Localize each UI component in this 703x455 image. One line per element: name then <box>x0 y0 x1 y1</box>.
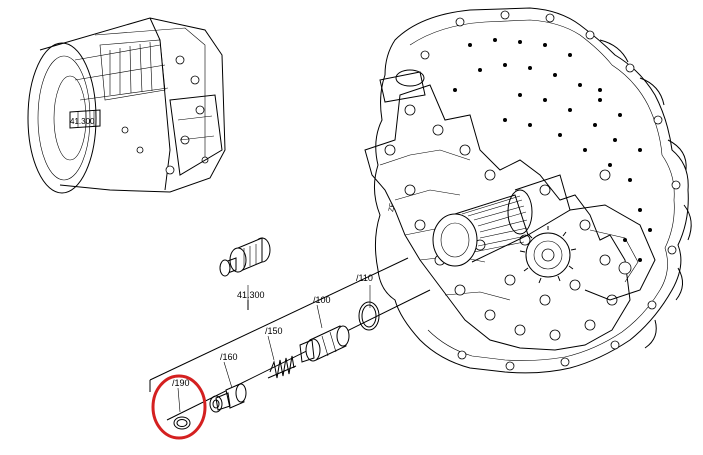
overview-label-41300: 41.300 <box>70 117 95 126</box>
label-150: /150 <box>265 326 283 336</box>
highlight-circle <box>151 374 207 440</box>
part-110-o-ring <box>358 301 380 331</box>
label-110: /110 <box>356 273 373 283</box>
transmission-overview-drawing <box>27 17 226 194</box>
label-190: /190 <box>172 378 190 388</box>
label-160: /160 <box>220 352 238 362</box>
part-190-ring <box>173 416 191 430</box>
part-190-washer <box>209 395 223 413</box>
label-100: /100 <box>313 295 331 305</box>
leader-lines <box>177 285 371 413</box>
part-150-spring <box>267 355 297 379</box>
housing-marking: ZF <box>388 203 396 213</box>
exploded-axis <box>149 257 431 421</box>
label-41300: 41.300 <box>237 290 265 300</box>
part-41300-assembly <box>219 237 271 277</box>
part-100-piston <box>299 325 350 363</box>
part-160-plunger <box>215 383 247 411</box>
transmission-housing-drawing: ZF <box>364 7 692 374</box>
